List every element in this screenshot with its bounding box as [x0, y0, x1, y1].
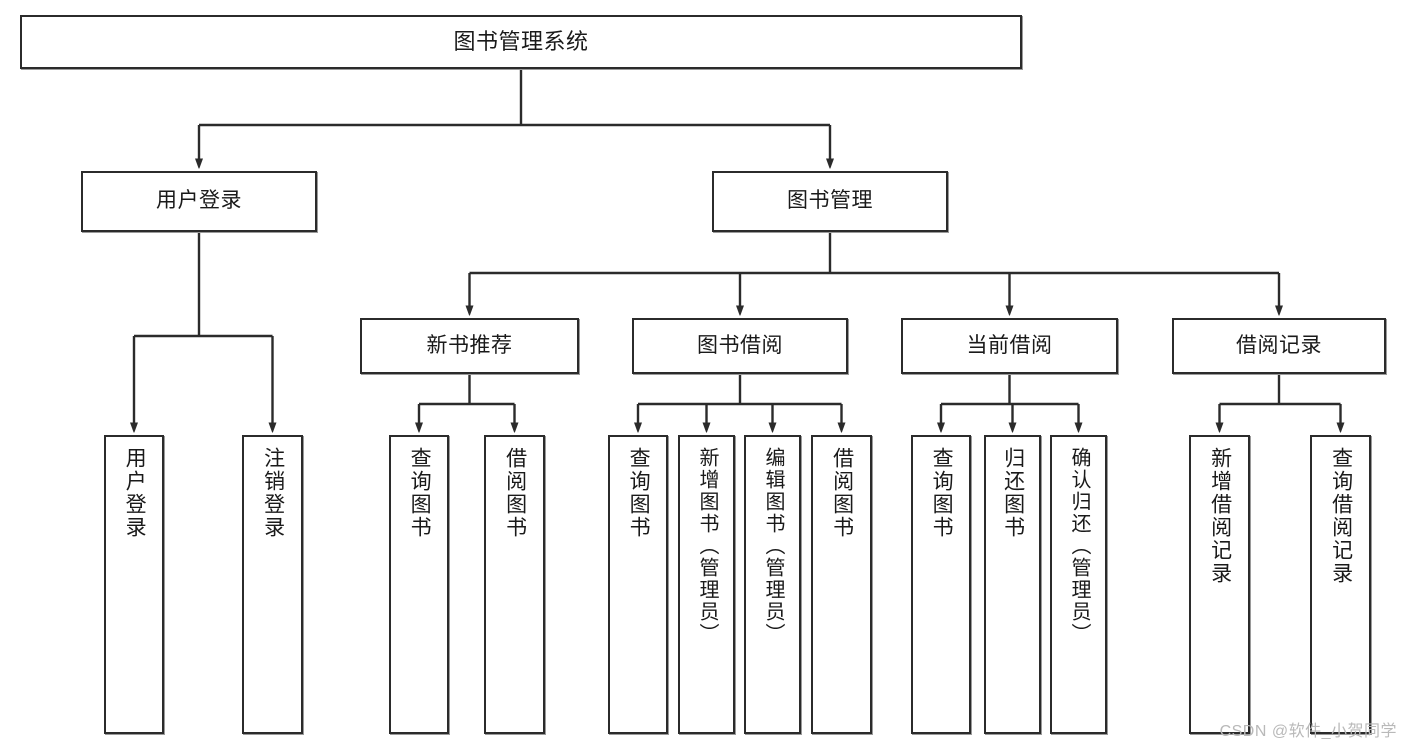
leaf-add-book-admin[interactable]: 新增图书（管理员） [678, 435, 735, 734]
node-label: 查询图书 [627, 447, 651, 539]
node-label: 图书借阅 [697, 333, 783, 357]
node-borrowing-records[interactable]: 借阅记录 [1172, 318, 1386, 374]
node-label: 注销登录 [261, 447, 285, 539]
node-label: 归还图书 [1001, 447, 1025, 539]
node-label: 图书管理系统 [453, 29, 589, 55]
node-label: 编辑图书（管理员） [762, 447, 784, 645]
leaf-add-borrowing-record[interactable]: 新增借阅记录 [1189, 435, 1250, 734]
node-label: 查询借阅记录 [1329, 447, 1353, 585]
node-current-borrowing[interactable]: 当前借阅 [901, 318, 1118, 374]
leaf-borrow-book-recommendation[interactable]: 借阅图书 [484, 435, 545, 734]
node-label: 借阅图书 [830, 447, 854, 539]
node-label: 新增借阅记录 [1208, 447, 1232, 585]
leaf-logout[interactable]: 注销登录 [242, 435, 303, 734]
node-label: 查询图书 [408, 447, 432, 539]
node-label: 借阅图书 [503, 447, 527, 539]
node-book-management[interactable]: 图书管理 [712, 171, 948, 232]
leaf-query-book-borrowing[interactable]: 查询图书 [608, 435, 668, 734]
leaf-query-book-recommendation[interactable]: 查询图书 [389, 435, 449, 734]
node-label: 当前借阅 [966, 333, 1053, 357]
leaf-borrow-book-borrowing[interactable]: 借阅图书 [811, 435, 872, 734]
leaf-query-borrowing-record[interactable]: 查询借阅记录 [1310, 435, 1371, 734]
node-label: 用户登录 [156, 189, 242, 213]
node-label: 用户登录 [123, 447, 147, 539]
node-label: 图书管理 [787, 189, 873, 213]
node-label: 查询图书 [930, 447, 954, 539]
node-label: 借阅记录 [1236, 333, 1322, 357]
leaf-return-book[interactable]: 归还图书 [984, 435, 1041, 734]
leaf-user-login[interactable]: 用户登录 [104, 435, 164, 734]
csdn-watermark: CSDN @软件_小贺同学 [1219, 723, 1397, 740]
leaf-edit-book-admin[interactable]: 编辑图书（管理员） [744, 435, 801, 734]
leaf-query-book-current[interactable]: 查询图书 [911, 435, 971, 734]
node-root-book-management-system[interactable]: 图书管理系统 [20, 15, 1022, 69]
node-label: 新书推荐 [426, 333, 513, 357]
node-book-borrowing[interactable]: 图书借阅 [632, 318, 848, 374]
node-label: 新增图书（管理员） [696, 447, 718, 645]
node-label: 确认归还（管理员） [1068, 447, 1090, 645]
node-user-login[interactable]: 用户登录 [81, 171, 317, 232]
node-new-book-recommendation[interactable]: 新书推荐 [360, 318, 579, 374]
leaf-confirm-return-admin[interactable]: 确认归还（管理员） [1050, 435, 1107, 734]
